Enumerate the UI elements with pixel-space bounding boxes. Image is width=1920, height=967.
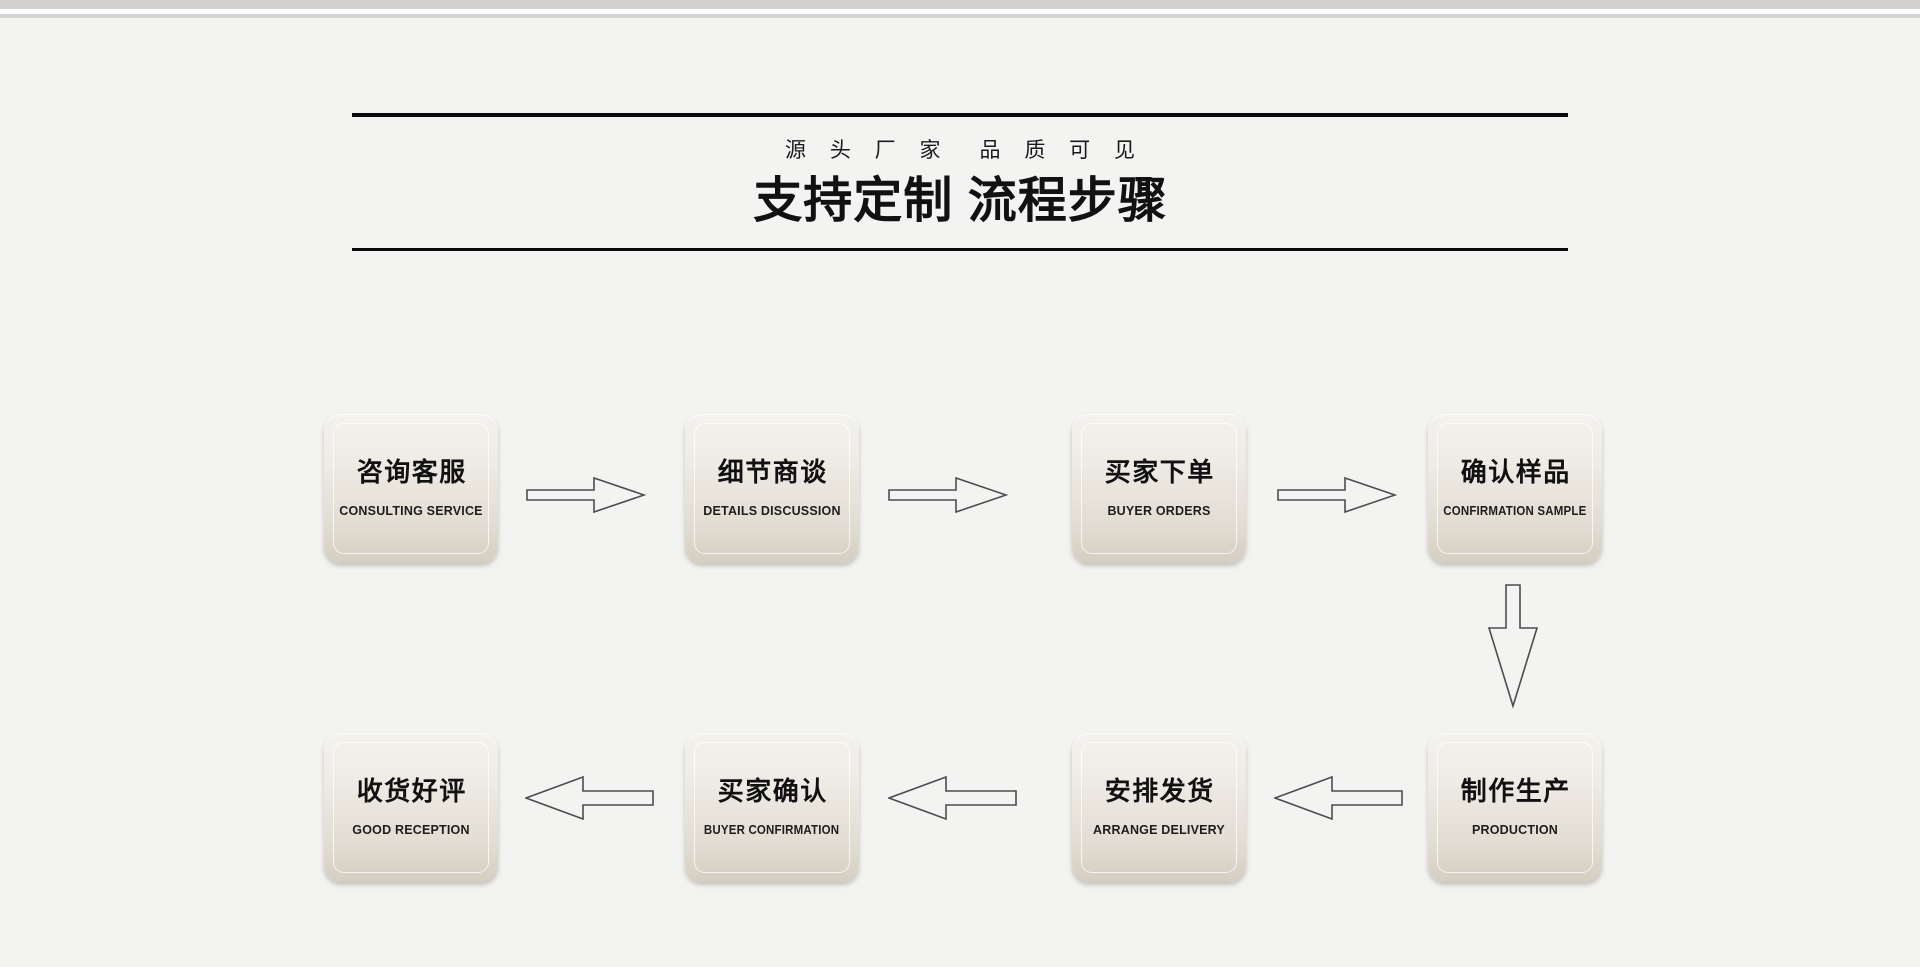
flow-node-label-cn: 收货好评 [356, 776, 467, 807]
arrow-left-icon-3 [1274, 776, 1404, 820]
flow-node-good-reception[interactable]: 收货好评 GOOD RECEPTION [324, 733, 498, 882]
header-rule-bottom [352, 247, 1568, 251]
top-band-stripe-1 [0, 0, 1920, 9]
top-decorative-band [0, 0, 1920, 21]
flow-node-inner: 制作生产 PRODUCTION [1437, 742, 1593, 873]
arrow-down-icon [1482, 584, 1544, 709]
flow-node-label-en: ARRANGE DELIVERY [1093, 823, 1225, 838]
flow-node-label-en: GOOD RECEPTION [352, 823, 470, 838]
top-band-stripe-3 [0, 14, 1920, 18]
flow-node-buyer-confirmation[interactable]: 买家确认 BUYER CONFIRMATION [685, 733, 859, 882]
flow-node-label-en: DETAILS DISCUSSION [703, 504, 841, 519]
header-subtitle: 源 头 厂 家 品 质 可 见 [784, 139, 1144, 162]
flow-node-inner: 细节商谈 DETAILS DISCUSSION [694, 423, 850, 554]
flow-node-consulting-service[interactable]: 咨询客服 CONSULTING SERVICE [324, 414, 498, 563]
flow-node-inner: 确认样品 CONFIRMATION SAMPLE [1437, 423, 1593, 554]
flow-node-inner: 咨询客服 CONSULTING SERVICE [333, 423, 489, 554]
flow-node-inner: 安排发货 ARRANGE DELIVERY [1081, 742, 1237, 873]
flow-node-inner: 买家确认 BUYER CONFIRMATION [694, 742, 850, 873]
arrow-right-icon-3 [1277, 476, 1397, 514]
flow-node-label-cn: 安排发货 [1104, 776, 1215, 807]
arrow-left-icon-2 [888, 776, 1018, 820]
header-rule-top [352, 113, 1568, 117]
page-title: 支持定制 流程步骤 [753, 174, 1168, 228]
flow-node-arrange-delivery[interactable]: 安排发货 ARRANGE DELIVERY [1072, 733, 1246, 882]
flow-node-label-cn: 咨询客服 [356, 457, 467, 488]
flow-node-inner: 买家下单 BUYER ORDERS [1081, 423, 1237, 554]
flow-node-details-discussion[interactable]: 细节商谈 DETAILS DISCUSSION [685, 414, 859, 563]
arrow-right-icon-1 [526, 476, 646, 514]
flow-node-label-cn: 确认样品 [1460, 457, 1571, 488]
flow-node-inner: 收货好评 GOOD RECEPTION [333, 742, 489, 873]
flow-node-label-cn: 制作生产 [1460, 776, 1571, 807]
process-flow-diagram: 咨询客服 CONSULTING SERVICE 细节商谈 DETAILS DIS… [0, 21, 1920, 967]
arrow-right-icon-2 [888, 476, 1008, 514]
flow-node-label-en: PRODUCTION [1471, 823, 1559, 838]
flow-node-label-en: CONFIRMATION SAMPLE [1443, 504, 1587, 519]
page-header: 源 头 厂 家 品 质 可 见 支持定制 流程步骤 [352, 113, 1568, 251]
flow-node-label-en: BUYER CONFIRMATION [704, 823, 840, 838]
flow-node-production[interactable]: 制作生产 PRODUCTION [1428, 733, 1602, 882]
flow-node-buyer-orders[interactable]: 买家下单 BUYER ORDERS [1072, 414, 1246, 563]
flow-node-confirmation-sample[interactable]: 确认样品 CONFIRMATION SAMPLE [1428, 414, 1602, 563]
arrow-left-icon-1 [525, 776, 655, 820]
flow-node-label-cn: 买家确认 [717, 776, 828, 807]
flow-node-label-cn: 细节商谈 [717, 457, 828, 488]
page-canvas: 源 头 厂 家 品 质 可 见 支持定制 流程步骤 咨询客服 CONSULTIN… [0, 21, 1920, 967]
flow-node-label-en: CONSULTING SERVICE [339, 504, 483, 519]
flow-node-label-cn: 买家下单 [1104, 457, 1215, 488]
flow-node-label-en: BUYER ORDERS [1107, 504, 1211, 519]
top-band-stripe-2 [0, 9, 1920, 14]
